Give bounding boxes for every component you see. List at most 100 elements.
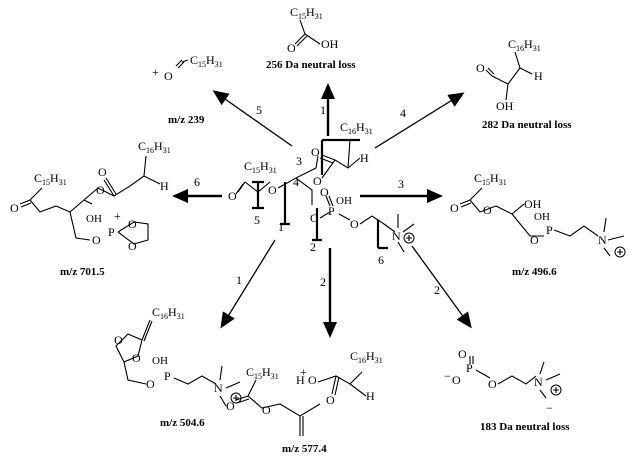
center-p-o: O [320, 185, 329, 199]
center-p-label: P [328, 204, 335, 218]
cut-2 [312, 208, 322, 242]
fragment-left-o-phos: O [92, 233, 101, 247]
fragment-right-n: N [598, 233, 607, 247]
fragment-bottom-center: C16H31 + H O O H C15H31 O O m/z 577.4 [226, 349, 383, 455]
fragment-bottom-left-ene [141, 319, 153, 342]
center-o-ester: O [268, 183, 277, 197]
fragment-bottom-right-choline [497, 375, 537, 385]
fragment-bottom-right-minus: − [546, 401, 553, 415]
fragment-bottom-center-caption: m/z 577.4 [282, 443, 327, 455]
fragment-right-carbonyl [459, 199, 472, 208]
center-n-label: N [392, 229, 401, 243]
fragment-right-p-link [511, 213, 544, 237]
arrow-bottom-left-number: 1 [236, 273, 242, 287]
fragment-bottom-left-ring-o2: O [132, 351, 141, 365]
fragment-left: C15H31 C16H31 O O O H O P OH + O O m/z 7… [10, 139, 171, 278]
center-o-phosphate: O [310, 211, 319, 225]
cut-6 [376, 220, 388, 250]
arrow-top-right-number: 4 [400, 106, 406, 120]
fragment-top-center-o: O [287, 41, 296, 55]
arrow-top-center-number: 1 [320, 103, 326, 117]
center-n-methyls [397, 214, 415, 253]
fragment-bottom-left-n: N [214, 381, 223, 395]
cut-number-1: 1 [278, 220, 284, 234]
cut-5 [252, 180, 264, 210]
fragment-left-formula-a: C15H31 [34, 171, 67, 187]
fragment-top-left-o: O [164, 69, 173, 83]
arrow-bottom-right [411, 245, 472, 329]
center-carbonyl [235, 181, 246, 195]
fragment-right: C15H31 O O OH O P OH N m/z 496.6 [450, 171, 626, 278]
fragment-bottom-right-p: P [466, 361, 473, 375]
arrow-left-number: 6 [194, 175, 200, 189]
fragment-top-left-caption: m/z 239 [168, 114, 205, 126]
fragment-top-right-carbonyl [485, 67, 495, 77]
fragment-left-formula-b: C16H31 [138, 139, 171, 155]
center-p-bond [319, 211, 331, 219]
center-o-sn2-carbonyl: O [311, 145, 320, 159]
arrow-bottom-center-number: 2 [320, 275, 326, 289]
arrow-top-right [374, 92, 465, 149]
center-molecule: C15H31 O O O O C16H31 H O P OH O O N 5 1… [228, 120, 415, 267]
fragment-bottom-left-caption: m/z 504.6 [160, 417, 205, 429]
arrow-bottom-right-number: 2 [434, 283, 440, 297]
fragment-bottom-center-o-ester-a: O [226, 399, 235, 413]
fragment-bottom-center-methylene [299, 416, 304, 436]
fragment-top-left-formula: C15H31 [190, 53, 223, 69]
fragment-left-p: P [108, 225, 115, 239]
center-plus-circle [403, 232, 415, 244]
center-p-double-o [325, 195, 334, 207]
fragment-right-formula: C15H31 [474, 171, 507, 187]
fragment-bottom-center-carbonyl [331, 375, 340, 396]
fragment-bottom-right-caption: 183 Da neutral loss [480, 421, 570, 433]
fragment-right-methyls [603, 217, 625, 257]
fragment-bottom-center-o: O [326, 393, 335, 407]
fragment-bottom-left-methyls [219, 365, 241, 407]
fragment-bottom-right-plus-sign [553, 387, 559, 393]
fragment-left-chain [143, 155, 161, 185]
fragment-left-ring [117, 221, 149, 245]
fragment-bottom-right-minus-o: − [444, 369, 451, 383]
fragment-right-caption: m/z 496.6 [512, 266, 557, 278]
fragment-left-sn2 [83, 175, 145, 201]
center-oh-label: OH [336, 195, 352, 207]
center-sn2-acyl [321, 157, 361, 179]
fragment-bottom-left-choline [173, 375, 217, 385]
fragment-top-right-acid [491, 75, 509, 101]
center-glycerol-bonds [277, 177, 313, 205]
fragment-bottom-right-plus-circle [550, 384, 562, 396]
center-sn2-bonds [295, 155, 319, 179]
fragment-bottom-left-formula: C16H31 [152, 305, 185, 321]
fragment-bottom-left-link [123, 361, 147, 385]
center-o-choline: O [350, 217, 359, 231]
fragment-bottom-center-ester-co [235, 395, 250, 404]
center-h-label: H [360, 151, 369, 165]
fragment-bottom-left-oh: OH [152, 355, 168, 367]
fragment-left-phosphate-link [69, 211, 91, 241]
fragment-bottom-center-formula-b: C16H31 [350, 349, 383, 365]
fragment-top-right-formula: C16H31 [508, 37, 541, 53]
fragment-right-o-phos: O [530, 233, 539, 247]
center-p-o-bond [338, 213, 351, 221]
fragment-bottom-center-formula-a: C15H31 [246, 365, 279, 381]
fragment-top-right-bonds [507, 51, 533, 85]
fragment-left-o-a: O [10, 201, 19, 215]
cut-number-4: 4 [293, 175, 299, 189]
cut-number-5: 5 [254, 213, 260, 227]
fragment-bottom-center-o-ester-b: O [262, 403, 271, 417]
fragment-top-left-bonds [175, 59, 189, 69]
fragment-bottom-center-backbone [247, 379, 321, 417]
fragment-bottom-right-o-minus: O [452, 373, 461, 387]
fragment-left-caption: m/z 701.5 [60, 266, 105, 278]
fragment-left-oh: OH [86, 213, 102, 225]
fragment-right-plus-circle [614, 246, 626, 258]
fragment-left-o-b: O [98, 165, 107, 179]
cut-3 [320, 138, 360, 175]
fragment-top-center-carbonyl [294, 33, 308, 47]
fragment-bottom-left-ring [115, 333, 143, 363]
arrow-bottom-left [220, 239, 276, 329]
fragment-top-center-formula: C15H31 [290, 5, 323, 21]
center-c15-label: C15H31 [244, 159, 277, 175]
